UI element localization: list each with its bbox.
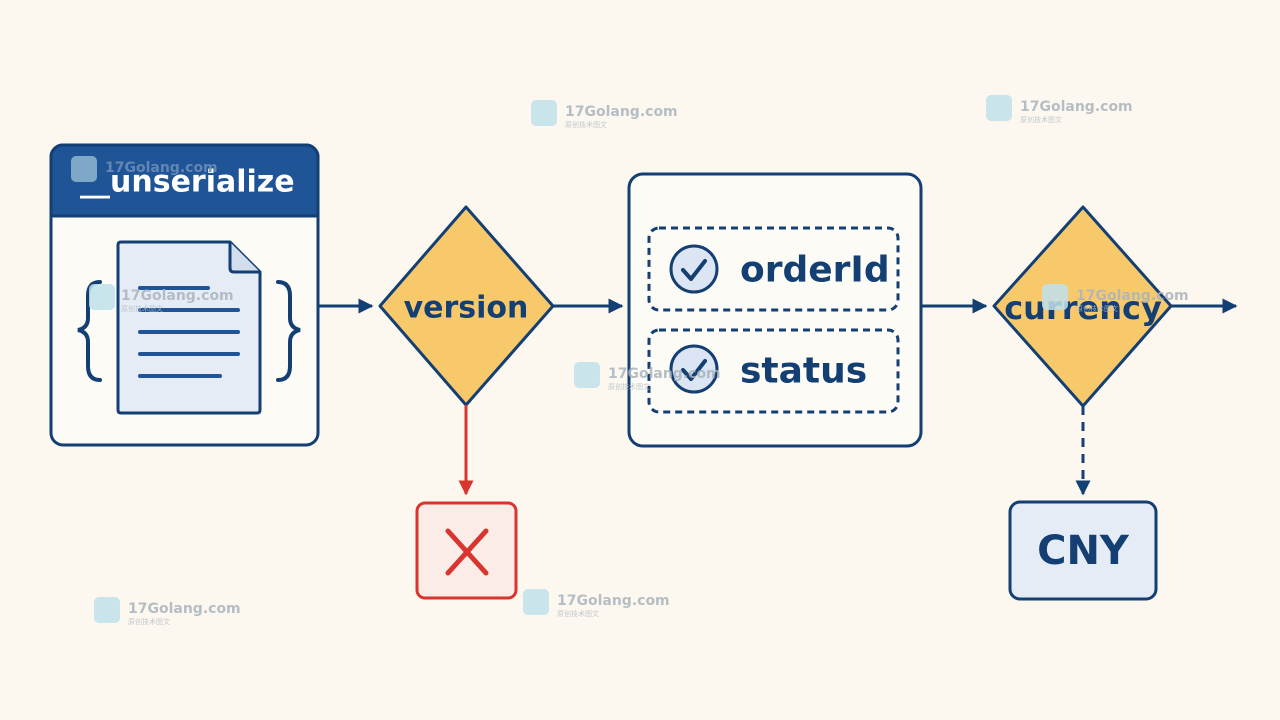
cny-box: CNY — [1008, 500, 1158, 601]
svg-text:17Golang.com: 17Golang.com — [121, 288, 234, 304]
cny-value: CNY — [1037, 528, 1130, 574]
card-title: __unserialize — [80, 165, 295, 200]
svg-text:原创技术图文: 原创技术图文 — [557, 609, 599, 618]
svg-text:17Golang.com: 17Golang.com — [565, 104, 678, 120]
svg-text:17Golang.com: 17Golang.com — [128, 601, 241, 617]
reject-box — [415, 501, 518, 600]
field-orderid-label: orderId — [740, 250, 890, 291]
svg-text:17Golang.com: 17Golang.com — [557, 593, 670, 609]
watermark: 17Golang.com 原创技术图文 — [94, 597, 241, 626]
fields-box: orderId status — [627, 172, 923, 448]
svg-text:原创技术图文: 原创技术图文 — [121, 304, 163, 313]
svg-text:原创技术图文: 原创技术图文 — [1020, 115, 1062, 124]
field-status-label: status — [740, 351, 867, 392]
currency-decision: currency — [992, 205, 1173, 408]
watermark: 17Golang.com — [71, 156, 218, 182]
watermark: 17Golang.com 原创技术图文 — [523, 589, 670, 618]
x-mark-icon — [445, 528, 489, 576]
watermark: 17Golang.com 原创技术图文 — [574, 362, 721, 391]
svg-text:17Golang.com: 17Golang.com — [105, 160, 218, 176]
braces-icon — [77, 280, 301, 382]
check-circle-icon — [669, 244, 719, 294]
version-label: version — [404, 291, 529, 326]
svg-text:17Golang.com: 17Golang.com — [1076, 288, 1189, 304]
svg-text:原创技术图文: 原创技术图文 — [565, 120, 607, 129]
watermark: 17Golang.com 原创技术图文 — [986, 95, 1133, 124]
document-icon — [116, 240, 262, 415]
svg-text:原创技术图文: 原创技术图文 — [608, 382, 650, 391]
check-circle-icon — [669, 344, 719, 394]
unserialize-card: __unserialize — [49, 143, 320, 447]
field-row-orderid: orderId — [647, 226, 900, 312]
currency-label: currency — [1004, 289, 1162, 327]
watermark: 17Golang.com 原创技术图文 — [531, 100, 678, 129]
watermark: 17Golang.com 原创技术图文 — [89, 284, 234, 313]
svg-text:原创技术图文: 原创技术图文 — [128, 617, 170, 626]
svg-text:原创技术图文: 原创技术图文 — [1076, 304, 1118, 313]
card-header — [49, 143, 320, 218]
svg-text:17Golang.com: 17Golang.com — [608, 366, 721, 382]
watermark: 17Golang.com 原创技术图文 — [1042, 284, 1189, 313]
svg-text:17Golang.com: 17Golang.com — [1020, 99, 1133, 115]
version-decision: version — [378, 205, 555, 407]
field-row-status: status — [647, 328, 900, 414]
